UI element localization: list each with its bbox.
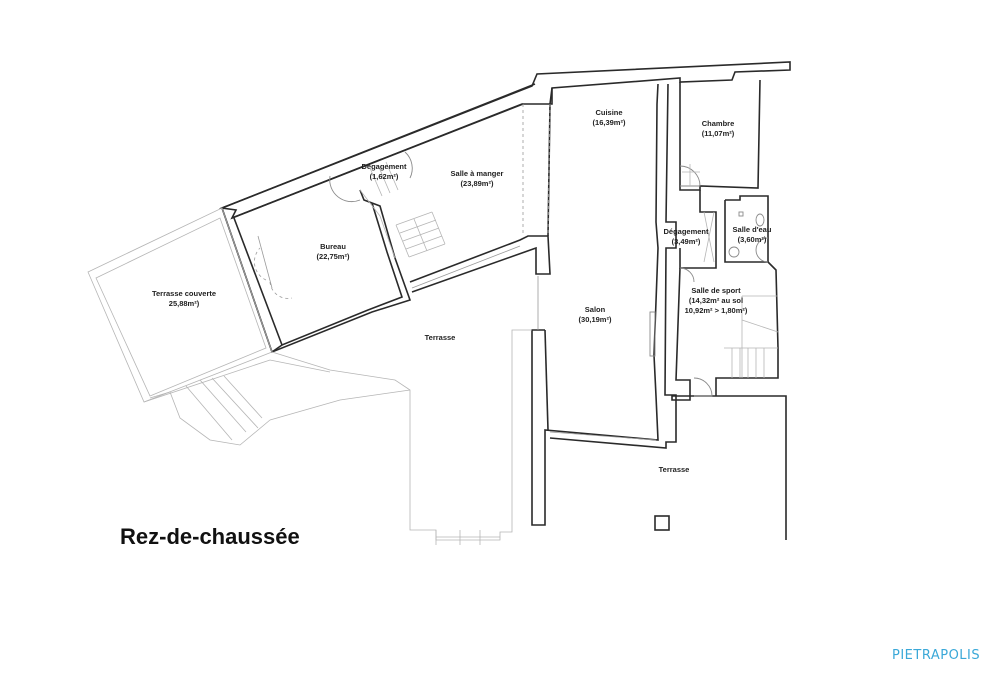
room-area: (1,62m²) xyxy=(369,172,399,181)
room-degagement-1: Dégagement (1,62m²) xyxy=(361,162,406,182)
room-bureau: Bureau (22,75m²) xyxy=(317,242,350,262)
room-name: Salle de sport xyxy=(691,286,741,295)
room-area: (23,89m²) xyxy=(460,179,494,188)
interior-stairs xyxy=(254,103,657,441)
room-terrasse-couverte: Terrasse couverte 25,88m²) xyxy=(152,289,216,309)
room-area: (16,39m²) xyxy=(592,118,626,127)
room-name: Cuisine xyxy=(595,108,623,117)
terraces xyxy=(87,207,670,545)
floor-title: Rez-de-chaussée xyxy=(120,524,300,549)
room-name: Dégagement xyxy=(361,162,407,171)
room-name: Bureau xyxy=(320,242,346,251)
room-terrasse-west: Terrasse xyxy=(425,333,456,343)
room-area: (30,19m²) xyxy=(578,315,612,324)
room-salle-de-sport: Salle de sport (14,32m² au sol 10,92m² >… xyxy=(685,286,748,316)
room-name: Dégagement xyxy=(663,227,709,236)
room-name: Terrasse xyxy=(424,333,456,342)
room-name: Salle à manger xyxy=(450,169,504,178)
room-salle-d-eau: Salle d'eau (3,60m²) xyxy=(733,225,772,245)
room-name: Chambre xyxy=(701,119,735,128)
brand-logo: PIETRAPOLIS xyxy=(892,648,981,663)
room-name: Terrasse xyxy=(658,465,690,474)
room-area: (3,49m²) xyxy=(671,237,701,246)
room-salle-a-manger: Salle à manger (23,89m²) xyxy=(451,169,504,189)
room-area: 25,88m²) xyxy=(168,299,200,308)
room-name: Salon xyxy=(584,305,606,314)
room-degagement-2: Dégagement (3,49m²) xyxy=(663,227,708,247)
room-chambre: Chambre (11,07m²) xyxy=(702,119,735,139)
room-area: (11,07m²) xyxy=(701,129,735,138)
room-area: (14,32m² au sol xyxy=(688,296,744,305)
room-area-detail: 10,92m² > 1,80m²) xyxy=(684,306,748,315)
room-terrasse-south: Terrasse xyxy=(659,465,690,475)
room-area: (22,75m²) xyxy=(316,252,350,261)
room-cuisine: Cuisine (16,39m²) xyxy=(593,108,626,128)
room-salon: Salon (30,19m²) xyxy=(579,305,612,325)
room-name: Salle d'eau xyxy=(732,225,772,234)
east-walls xyxy=(671,79,787,540)
room-area: (3,60m²) xyxy=(737,235,767,244)
room-name: Terrasse couverte xyxy=(151,289,217,298)
